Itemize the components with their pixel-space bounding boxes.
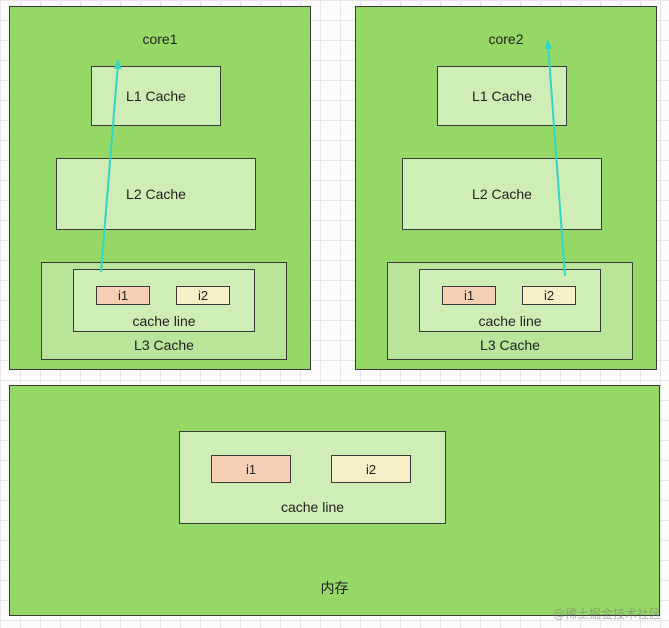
memory-cache-line-label: cache line bbox=[280, 499, 345, 515]
core1-i2-cell: i2 bbox=[176, 286, 230, 305]
core2-l1-cache: L1 Cache bbox=[437, 66, 567, 126]
core1-i1-label: i1 bbox=[117, 288, 129, 303]
core2-l3-label: L3 Cache bbox=[480, 337, 540, 353]
core1-l2-cache: L2 Cache bbox=[56, 158, 256, 230]
memory-title: 内存 bbox=[320, 581, 349, 597]
core1-cache-line-label: cache line bbox=[132, 313, 196, 329]
core2-i2-label: i2 bbox=[543, 288, 555, 303]
core2-l2-label: L2 Cache bbox=[472, 186, 532, 202]
memory-i1-label: i1 bbox=[245, 461, 257, 477]
core1-i1-cell: i1 bbox=[96, 286, 150, 305]
core2-i2-cell: i2 bbox=[522, 286, 576, 305]
core2-i1-cell: i1 bbox=[442, 286, 496, 305]
core1-l3-label: L3 Cache bbox=[134, 337, 194, 353]
core1-cache-line: i1 i2 cache line bbox=[73, 269, 255, 332]
memory-i1-cell: i1 bbox=[211, 455, 291, 483]
core1-title: core1 bbox=[142, 31, 178, 47]
memory-cache-line: i1 i2 cache line bbox=[179, 431, 446, 524]
core2-title: core2 bbox=[488, 31, 524, 47]
core2-l1-label: L1 Cache bbox=[472, 88, 532, 104]
memory-i2-cell: i2 bbox=[331, 455, 411, 483]
core1-box: core1 L1 Cache L2 Cache i1 i2 cache line… bbox=[9, 6, 311, 370]
core1-i2-label: i2 bbox=[197, 288, 209, 303]
core1-l3-cache: i1 i2 cache line L3 Cache bbox=[41, 262, 287, 360]
core2-cache-line: i1 i2 cache line bbox=[419, 269, 601, 332]
core2-l3-cache: i1 i2 cache line L3 Cache bbox=[387, 262, 633, 360]
core1-l2-label: L2 Cache bbox=[126, 186, 186, 202]
watermark-text: @稀土掘金技术社区 bbox=[552, 607, 661, 621]
core2-l2-cache: L2 Cache bbox=[402, 158, 602, 230]
memory-box: i1 i2 cache line 内存 bbox=[9, 385, 660, 616]
core2-i1-label: i1 bbox=[463, 288, 475, 303]
core2-cache-line-label: cache line bbox=[478, 313, 542, 329]
core2-box: core2 L1 Cache L2 Cache i1 i2 cache line… bbox=[355, 6, 657, 370]
memory-i2-label: i2 bbox=[365, 461, 377, 477]
core1-l1-label: L1 Cache bbox=[126, 88, 186, 104]
core1-l1-cache: L1 Cache bbox=[91, 66, 221, 126]
